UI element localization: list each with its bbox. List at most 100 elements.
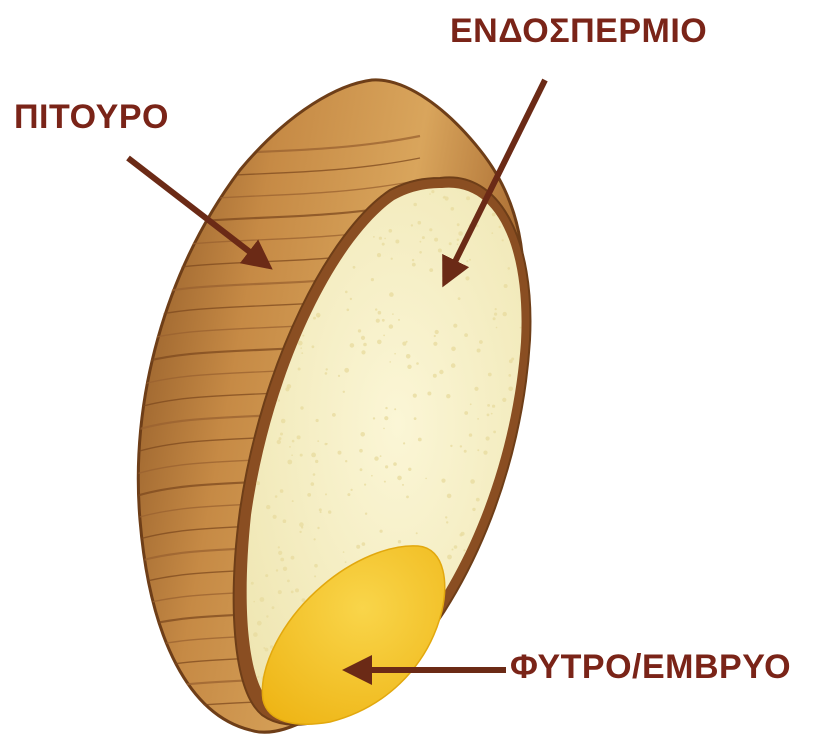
endosperm-speckle [502, 398, 506, 402]
endosperm-speckle [449, 242, 452, 245]
endosperm-speckle [398, 540, 401, 543]
endosperm-speckle [412, 263, 416, 267]
endosperm-speckle [347, 493, 350, 496]
endosperm-speckle [503, 312, 507, 316]
endosperm-speckle [397, 476, 402, 481]
endosperm-speckle [311, 453, 316, 458]
endosperm-speckle [278, 590, 282, 594]
endosperm-speckle [380, 530, 383, 533]
endosperm-speckle [298, 368, 301, 371]
endosperm-speckle [353, 266, 356, 269]
endosperm-speckle [393, 462, 397, 466]
endosperm-speckle [384, 416, 388, 420]
endosperm-speckle [257, 676, 259, 678]
endosperm-speckle [383, 335, 385, 337]
endosperm-speckle [280, 489, 284, 493]
endosperm-speckle [460, 445, 462, 447]
endosperm-speckle [360, 432, 365, 437]
endosperm-speckle [373, 236, 375, 238]
endosperm-speckle [326, 368, 328, 370]
endosperm-speckle [356, 545, 360, 549]
endosperm-speckle [446, 394, 450, 398]
endosperm-speckle [509, 359, 513, 363]
endosperm-speckle [438, 249, 442, 253]
endosperm-speckle [389, 229, 393, 233]
endosperm-speckle [464, 333, 468, 337]
endosperm-speckle [382, 243, 385, 246]
endosperm-speckle [338, 451, 342, 455]
endosperm-speckle [312, 345, 315, 348]
endosperm-speckle [398, 319, 400, 321]
endosperm-speckle [483, 451, 487, 455]
endosperm-speckle [488, 373, 492, 377]
endosperm-speckle [278, 551, 282, 555]
endosperm-speckle [311, 482, 315, 486]
endosperm-speckle [345, 561, 347, 563]
endosperm-speckle [277, 440, 281, 444]
endosperm-speckle [450, 445, 452, 447]
endosperm-speckle [469, 433, 472, 436]
endosperm-speckle [325, 443, 328, 446]
endosperm-label: ΕΝΔΟΣΠΕΡΜΙΟ [450, 14, 707, 48]
endosperm-speckle [403, 442, 405, 444]
endosperm-speckle [454, 545, 458, 549]
endosperm-speckle [260, 597, 265, 602]
endosperm-speckle [272, 606, 275, 609]
endosperm-speckle [300, 454, 303, 457]
endosperm-speckle [464, 450, 467, 453]
endosperm-speckle [433, 374, 437, 378]
endosperm-speckle [301, 352, 303, 354]
endosperm-speckle [392, 313, 394, 315]
endosperm-speckle [470, 479, 475, 484]
endosperm-speckle [358, 329, 361, 332]
endosperm-speckle [479, 340, 483, 344]
endosperm-speckle [316, 419, 319, 422]
endosperm-speckle [314, 575, 316, 577]
endosperm-speckle [273, 515, 277, 519]
endosperm-speckle [299, 522, 304, 527]
endosperm-speckle [325, 372, 328, 375]
endosperm-speckle [431, 190, 434, 193]
endosperm-speckle [364, 484, 366, 486]
endosperm-speckle [477, 349, 481, 353]
endosperm-speckle [407, 365, 411, 369]
endosperm-speckle [418, 438, 422, 442]
endosperm-speckle [520, 327, 522, 329]
endosperm-speckle [291, 556, 295, 560]
endosperm-speckle [363, 343, 367, 347]
endosperm-speckle [443, 197, 445, 199]
endosperm-speckle [283, 519, 287, 523]
endosperm-speckle [457, 244, 459, 246]
endosperm-speckle [445, 516, 447, 518]
endosperm-speckle [256, 481, 260, 485]
endosperm-speckle [318, 315, 320, 317]
endosperm-speckle [476, 498, 480, 502]
endosperm-speckle [385, 407, 387, 409]
endosperm-speckle [300, 347, 302, 349]
endosperm-speckle [429, 193, 431, 195]
endosperm-speckle [416, 532, 418, 534]
endosperm-speckle [263, 647, 265, 649]
endosperm-speckle [486, 436, 490, 440]
endosperm-speckle [292, 500, 294, 502]
endosperm-speckle [307, 493, 311, 497]
bran-label: ΠΙΤΟΥΡΟ [14, 100, 169, 134]
endosperm-speckle [347, 309, 350, 312]
endosperm-speckle [433, 342, 437, 346]
endosperm-speckle [279, 437, 282, 440]
endosperm-speckle [257, 621, 262, 626]
endosperm-speckle [474, 387, 478, 391]
endosperm-speckle [266, 505, 270, 509]
endosperm-speckle [299, 531, 301, 533]
endosperm-speckle [253, 632, 258, 637]
endosperm-speckle [487, 414, 490, 417]
endosperm-speckle [300, 406, 303, 409]
germ-label: ΦΥΤΡΟ/ΕΜΒΡΥΟ [510, 650, 791, 684]
endosperm-speckle [377, 253, 381, 257]
endosperm-speckle [451, 207, 455, 211]
endosperm-speckle [495, 308, 497, 310]
endosperm-speckle [447, 555, 452, 560]
endosperm-speckle [385, 465, 388, 468]
endosperm-speckle [297, 435, 301, 439]
endosperm-speckle [453, 324, 457, 328]
